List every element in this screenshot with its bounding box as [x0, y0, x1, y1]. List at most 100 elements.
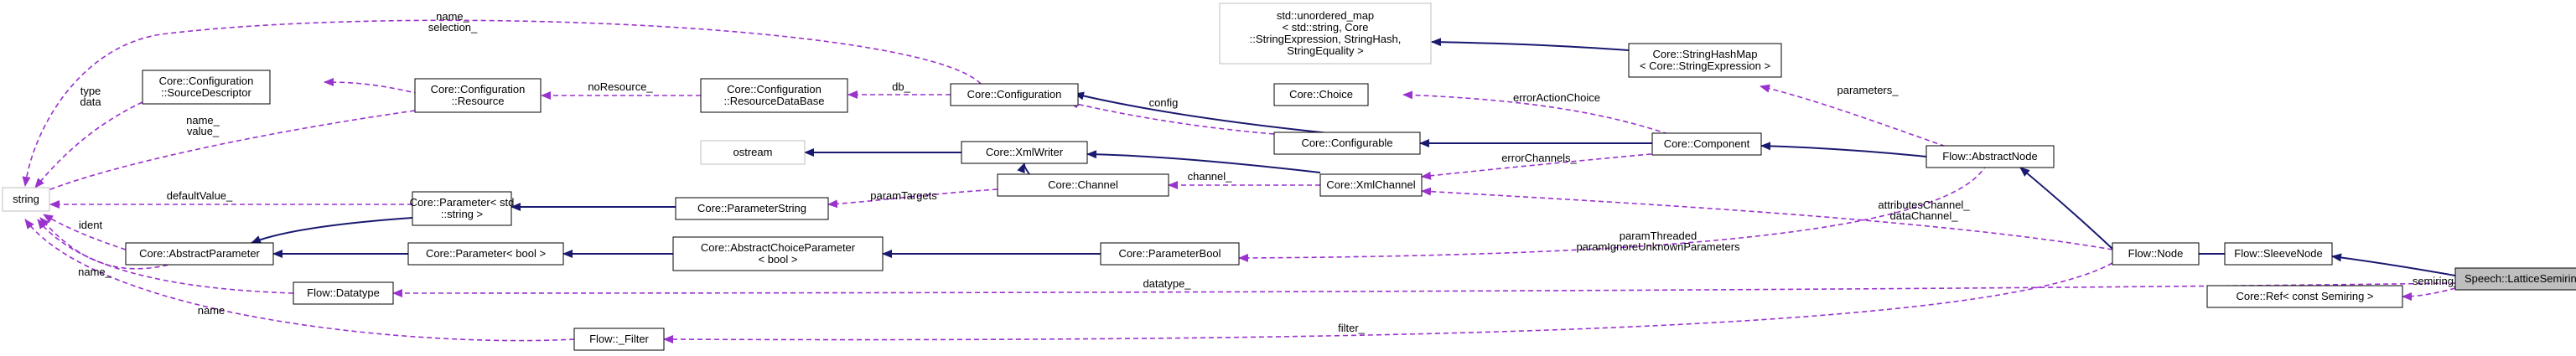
node-box: [293, 281, 394, 305]
edge-label-attributes: attributesChannel_dataChannel_: [1878, 199, 1970, 222]
edge-label-name-value: name_value_: [186, 114, 220, 137]
node-label: Core::Configuration: [431, 83, 526, 95]
edge-xmlchannel-xmlwriter: [1086, 150, 1321, 173]
node-box: [961, 141, 1088, 164]
node-channel[interactable]: Core::Channel: [997, 173, 1169, 197]
edge-label-line: paramIgnoreUnknownParameters: [1576, 240, 1740, 253]
edge-configurable-configuration: [1074, 91, 1338, 135]
node-component[interactable]: Core::Component: [1651, 132, 1762, 156]
node-lattice-semiring-node[interactable]: Speech::LatticeSemiringNode: [2454, 267, 2576, 291]
node-xml-channel[interactable]: Core::XmlChannel: [1319, 173, 1423, 197]
edge-name-value: [37, 110, 416, 195]
node-label: Core::Configurable: [1301, 137, 1392, 149]
edge-paramtargets: [827, 188, 998, 209]
edge-label-db: db_: [892, 80, 910, 93]
node-abstract-node[interactable]: Flow::AbstractNode: [1926, 145, 2055, 168]
edge-label-line: paramTargets: [870, 189, 937, 202]
node-filter[interactable]: Flow::_Filter: [573, 328, 665, 351]
node-label: Core::Ref< const Semiring >: [2236, 290, 2373, 302]
node-label: ::SourceDescriptor: [161, 86, 251, 99]
edge-name-selection: [22, 19, 982, 187]
node-parameter-string-template[interactable]: Core::Parameter< std::string >: [410, 191, 515, 226]
node-label: Core::AbstractChoiceParameter: [701, 241, 856, 254]
node-label: Flow::Datatype: [307, 286, 380, 299]
edge-label-line: errorChannels_: [1501, 152, 1577, 164]
edge-label-config: config: [1149, 96, 1179, 109]
node-label: Core::Configuration: [159, 75, 254, 87]
node-unordered-map[interactable]: std::unordered_map< std::string, Core::S…: [1219, 3, 1432, 64]
edge-label-line: filter_: [1338, 322, 1366, 334]
edge-name-datatype: [37, 219, 294, 294]
edge-stringhashmap-unordered-map: [1431, 38, 1630, 51]
node-label: ::ResourceDataBase: [724, 95, 825, 107]
edge-label-paramtargets: paramTargets: [870, 189, 937, 202]
node-sleeve-node[interactable]: Flow::SleeveNode: [2224, 242, 2333, 266]
edge-label-parameters: parameters_: [1837, 84, 1900, 96]
node-label: Core::XmlWriter: [986, 146, 1064, 158]
edge-config: [1068, 100, 1275, 135]
edge-label-name-selection: name_selection_: [428, 10, 478, 34]
node-parameter-bool[interactable]: Core::ParameterBool: [1100, 242, 1240, 266]
edge-name-abstractparameter: [39, 217, 177, 270]
edge-label-line: data: [80, 95, 101, 108]
node-label: Core::XmlChannel: [1326, 178, 1415, 191]
node-configuration[interactable]: Core::Configuration: [950, 83, 1079, 106]
edge-label-line: datatype_: [1143, 277, 1191, 290]
node-label: < Core::StringExpression >: [1640, 59, 1770, 72]
node-box: [1100, 242, 1240, 266]
edge-label-line: parameters_: [1837, 84, 1900, 96]
node-box: [2206, 285, 2403, 308]
node-parameter-string[interactable]: Core::ParameterString: [675, 197, 829, 220]
node-flow-node[interactable]: Flow::Node: [2112, 242, 2200, 266]
edge-paramthreaded: [1238, 163, 1988, 262]
edge-filter: [663, 262, 2113, 344]
node-resource-database[interactable]: Core::Configuration::ResourceDataBase: [700, 78, 848, 113]
edge-ident: [43, 214, 127, 250]
node-box: [675, 197, 829, 220]
node-abstract-choice-parameter[interactable]: Core::AbstractChoiceParameter< bool >: [672, 236, 884, 271]
edge-label-line: defaultValue_: [167, 189, 233, 202]
node-ostream[interactable]: ostream: [700, 140, 806, 165]
node-ref-semiring[interactable]: Core::Ref< const Semiring >: [2206, 285, 2403, 308]
node-xml-writer[interactable]: Core::XmlWriter: [961, 141, 1088, 164]
edge-attributes: [1421, 187, 2113, 250]
edge-semiring: [2402, 287, 2456, 301]
node-string-hash-map[interactable]: Core::StringHashMap< Core::StringExpress…: [1628, 43, 1782, 78]
edge-label-filter: filter_: [1338, 322, 1366, 334]
node-source-descriptor[interactable]: Core::Configuration::SourceDescriptor: [142, 70, 271, 105]
node-datatype[interactable]: Flow::Datatype: [293, 281, 394, 305]
node-configuration-resource[interactable]: Core::Configuration::Resource: [414, 78, 542, 113]
node-parameter-bool-template[interactable]: Core::Parameter< bool >: [407, 242, 564, 266]
node-label: < bool >: [759, 253, 798, 266]
node-choice[interactable]: Core::Choice: [1273, 83, 1369, 106]
node-label: Core::AbstractParameter: [139, 247, 260, 260]
node-configurable[interactable]: Core::Configurable: [1273, 132, 1421, 155]
node-box: [414, 78, 542, 113]
edge-errorchannels: [1421, 152, 1669, 180]
node-label: Flow::AbstractNode: [1942, 150, 2037, 163]
edge-label-line: name_: [78, 266, 112, 278]
node-box: [1319, 173, 1423, 197]
node-label: ::string >: [441, 208, 483, 220]
node-label: Core::Component: [1664, 137, 1750, 150]
node-label: Core::Choice: [1289, 88, 1353, 101]
edge-label-line: type: [80, 85, 101, 97]
node-string[interactable]: string: [2, 187, 50, 212]
edge-label-semiring: semiring_: [2413, 275, 2460, 287]
edge-label-line: selection_: [428, 21, 478, 34]
edge-lattice-sleevenode: [2331, 253, 2456, 276]
edge-label-line: dataChannel_: [1890, 209, 1959, 222]
edge-source: [324, 78, 420, 95]
node-box: [700, 140, 806, 165]
node-box: [672, 236, 884, 271]
node-box: [997, 173, 1169, 197]
edge-label-line: name: [198, 304, 225, 317]
node-abstract-parameter[interactable]: Core::AbstractParameter: [125, 242, 274, 266]
node-label: Core::Channel: [1048, 178, 1118, 191]
node-box: [700, 78, 848, 113]
node-box: [412, 191, 512, 226]
edge-label-ident: ident: [79, 219, 103, 231]
node-label: std::unordered_map: [1277, 9, 1374, 22]
edge-label-line: config: [1149, 96, 1179, 109]
edge-label-line: db_: [892, 80, 910, 93]
